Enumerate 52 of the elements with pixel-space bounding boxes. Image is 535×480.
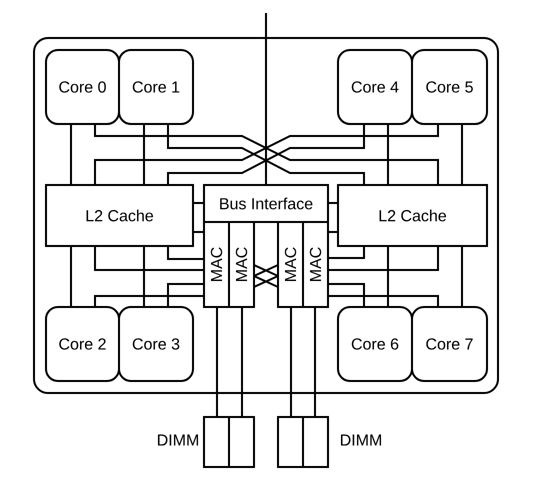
connector-line (387, 246, 389, 307)
core-box: Core 3 (118, 306, 194, 382)
connector-line (70, 124, 72, 185)
connector-line (328, 246, 439, 271)
connector-line (254, 269, 278, 277)
connector-line (387, 124, 389, 185)
chip-outline (33, 37, 499, 394)
controller-box: MAC (277, 221, 304, 308)
controller-box: MAC (203, 221, 230, 308)
core-box: Core 4 (337, 49, 413, 125)
connector-line (143, 246, 145, 307)
text-label: DIMM (341, 434, 382, 446)
connector-line (167, 123, 365, 186)
cache-box: L2 Cache (45, 184, 194, 247)
controller-box: MAC (302, 221, 329, 308)
connector-line (241, 307, 243, 417)
memory-slot (277, 416, 304, 468)
connector-line (94, 295, 204, 307)
connector-line (290, 307, 292, 417)
connector-line (328, 202, 338, 204)
connector-line (461, 246, 463, 307)
connector-line (193, 231, 204, 233)
core-box: Core 1 (118, 49, 194, 125)
core-box: Core 0 (45, 49, 120, 125)
connector-line (70, 246, 72, 307)
controller-box: MAC (228, 221, 255, 308)
connector-line (328, 231, 338, 233)
connector-line (461, 124, 463, 185)
core-box: Core 7 (411, 306, 488, 382)
connector-line (143, 124, 145, 185)
connector-line (254, 280, 278, 288)
memory-slot (228, 416, 255, 468)
connector-line (328, 283, 365, 307)
connector-line (265, 13, 267, 185)
core-box: Core 6 (337, 306, 413, 382)
connector-line (254, 264, 278, 272)
connector-line (328, 295, 439, 307)
connector-line (328, 246, 365, 259)
memory-slot (302, 416, 329, 468)
text-label: DIMM (158, 434, 198, 446)
connector-line (94, 246, 204, 271)
core-box: Core 5 (411, 49, 488, 125)
core-box: Core 2 (45, 306, 120, 382)
connector-line (254, 275, 278, 283)
connector-line (193, 202, 204, 204)
memory-slot (203, 416, 230, 468)
connector-line (94, 123, 439, 186)
connector-line (167, 246, 204, 260)
connector-line (167, 283, 204, 307)
connector-line (314, 307, 316, 417)
connector-line (216, 307, 218, 417)
cache-box: L2 Cache (337, 184, 488, 247)
